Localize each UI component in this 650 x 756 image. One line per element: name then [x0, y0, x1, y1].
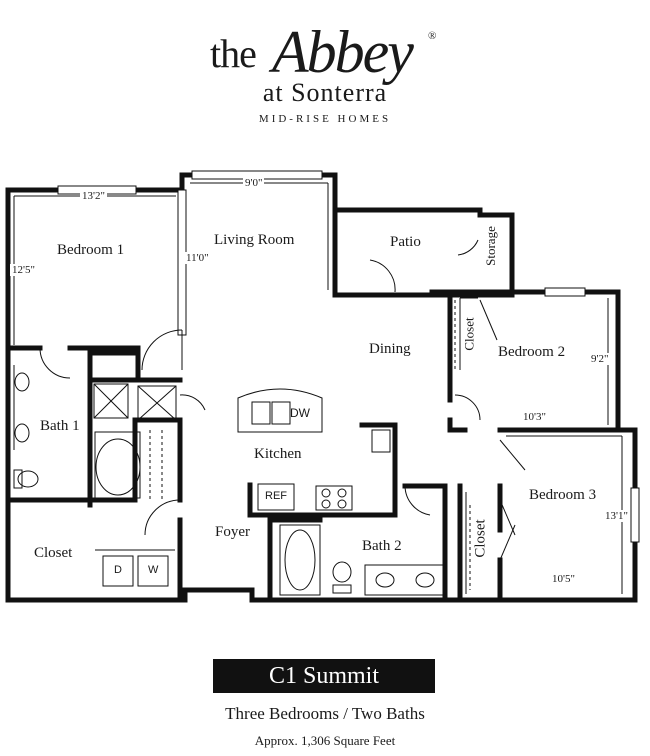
room-label-foyer: Foyer	[215, 524, 250, 540]
dimension-living-width: 9'0"	[243, 177, 265, 189]
room-label-closet: Closet	[34, 545, 73, 561]
logo-subtitle: at Sonterra	[262, 78, 388, 107]
appliance-dishwasher: DW	[290, 406, 310, 420]
logo-tagline: MID-RISE HOMES	[258, 113, 392, 125]
dimension-living-depth: 11'0"	[184, 252, 211, 264]
brand-logo: the Abbey ® at Sonterra MID-RISE HOMES	[0, 0, 650, 130]
plan-name-banner: C1 Summit	[213, 659, 435, 693]
room-label-living-room: Living Room	[214, 232, 295, 248]
dimension-bedroom-2-width: 10'3"	[521, 411, 548, 423]
appliance-refrigerator: REF	[265, 490, 287, 502]
room-label-bedroom-3: Bedroom 3	[529, 487, 597, 503]
room-label-bedroom-2: Bedroom 2	[498, 344, 566, 360]
dimension-bedroom-1-depth: 12'5"	[10, 264, 37, 276]
plan-description: Three Bedrooms / Two Baths	[225, 704, 425, 723]
appliance-dryer: D	[114, 564, 122, 576]
dimension-bedroom-3-depth: 13'1"	[603, 510, 630, 522]
logo-the: the	[210, 31, 257, 76]
plan-square-feet: Approx. 1,306 Square Feet	[254, 733, 396, 748]
appliance-washer: W	[148, 564, 159, 576]
room-label-dining: Dining	[369, 341, 411, 357]
room-label-bedroom-1: Bedroom 1	[57, 242, 125, 258]
room-label-kitchen: Kitchen	[254, 446, 302, 462]
room-label-storage: Storage	[482, 226, 498, 266]
dimension-bedroom-3-width: 10'5"	[550, 573, 577, 585]
room-label-patio: Patio	[390, 234, 421, 250]
walls	[5, 172, 638, 603]
room-label-closet-bedroom-3: Closet	[472, 519, 489, 558]
dimension-bedroom-2-depth: 9'2"	[589, 353, 611, 365]
room-label-closet-bedroom-2: Closet	[461, 317, 477, 351]
dimension-bedroom-1-width: 13'2"	[80, 190, 107, 202]
room-label-bath-2: Bath 2	[362, 538, 402, 554]
logo-registered-mark: ®	[428, 30, 437, 42]
logo-abbey: Abbey	[272, 19, 414, 85]
room-label-bath-1: Bath 1	[40, 418, 80, 434]
